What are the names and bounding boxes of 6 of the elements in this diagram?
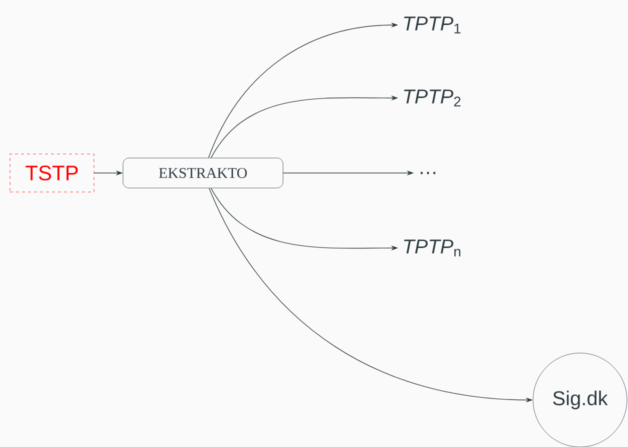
- ellipsis-label: …: [420, 172, 436, 174]
- output-label: TPTP$_{n}$: [404, 240, 460, 256]
- output-label: TPTP$_{2}$: [404, 90, 460, 106]
- input-box: TSTP: [10, 154, 94, 192]
- process-box: EKSTRAKTO: [122, 158, 284, 188]
- output-label: TPTP$_{1}$: [404, 16, 461, 34]
